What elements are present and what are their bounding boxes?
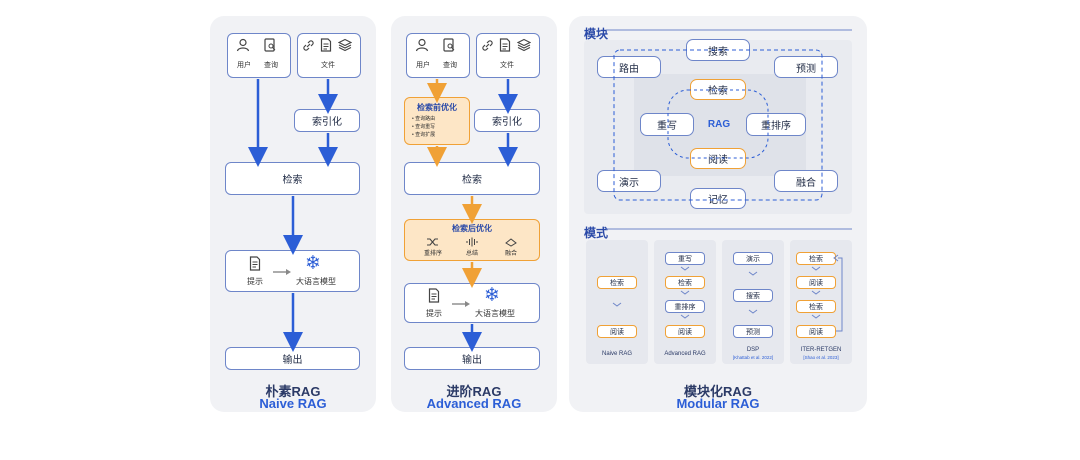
module-demonstrate: 演示 — [597, 170, 661, 192]
post-retrieval-title: 检索后优化 — [452, 224, 492, 233]
advanced-title-en: Advanced RAG — [426, 396, 522, 411]
query-doc-icon — [263, 38, 277, 57]
post-fusion-label: 融合 — [504, 251, 517, 257]
patterns-section-label: 模式 — [584, 226, 609, 240]
post-rerank-label: 重排序 — [423, 251, 442, 257]
naive-llm-label: 大语言模型 — [296, 277, 336, 286]
adv-docs-label: 文件 — [500, 62, 514, 69]
module-rerank: 重排序 — [746, 113, 806, 136]
pattern-dsp-step: 演示 — [733, 252, 773, 265]
fusion-icon — [505, 234, 517, 252]
arrow-right-icon — [452, 294, 470, 312]
naive-index-box: 索引化 — [294, 109, 360, 132]
adv-retrieve-box: 检索 — [404, 162, 540, 195]
naive-title-zh: 朴素RAG — [265, 384, 321, 399]
module-rag: RAG — [707, 119, 731, 130]
naive-prompt-label: 提示 — [247, 277, 263, 286]
pattern-advanced-step: 重写 — [665, 252, 705, 265]
modular-title-en: Modular RAG — [676, 396, 760, 411]
layers-icon — [516, 38, 532, 57]
pattern-iter-step: 阅读 — [796, 276, 836, 289]
module-predict: 预测 — [774, 56, 838, 78]
naive-output-box: 输出 — [225, 347, 360, 370]
snowflake-icon: ❄ — [484, 285, 500, 306]
query-doc-icon — [442, 38, 456, 57]
adv-generation-box — [404, 283, 540, 323]
naive-retrieve-box: 检索 — [225, 162, 360, 195]
naive-user-query-box — [227, 33, 291, 78]
snowflake-icon: ❄ — [305, 253, 321, 274]
pattern-dsp-step: 搜索 — [733, 289, 773, 302]
pattern-naive-step: 检索 — [597, 276, 637, 289]
pattern-advanced-step: 阅读 — [665, 325, 705, 338]
pattern-advanced-step: 重排序 — [665, 300, 705, 313]
pattern-iter-step: 阅读 — [796, 325, 836, 338]
pattern-dsp-step: 预测 — [733, 325, 773, 338]
module-retrieve: 检索 — [690, 79, 746, 100]
module-routing: 路由 — [597, 56, 661, 78]
module-rewrite: 重写 — [640, 113, 694, 136]
naive-title-en: Naive RAG — [259, 396, 327, 411]
pre-retrieval-item: • 查询重写 — [412, 124, 436, 130]
pattern-iter-step: 检索 — [796, 252, 836, 265]
prompt-doc-icon — [249, 256, 261, 276]
layers-icon — [337, 38, 353, 57]
pattern-iter-name: ITER-RETGEN — [800, 347, 842, 353]
adv-llm-label: 大语言模型 — [475, 309, 515, 318]
module-search: 搜索 — [686, 39, 750, 61]
waveform-icon — [465, 234, 479, 252]
module-memory: 记忆 — [690, 188, 746, 209]
document-icon — [320, 38, 332, 57]
pattern-dsp-name: DSP — [746, 347, 760, 353]
pre-retrieval-item: • 查询路由 — [412, 116, 436, 122]
pre-retrieval-item: • 查询扩展 — [412, 132, 436, 138]
user-icon — [415, 38, 429, 57]
pattern-advanced-step: 检索 — [665, 276, 705, 289]
advanced-title-zh: 进阶RAG — [446, 384, 502, 399]
module-read: 阅读 — [690, 148, 746, 169]
adv-query-label: 查询 — [443, 62, 457, 69]
post-summary-label: 总结 — [465, 251, 478, 257]
arrow-right-icon — [273, 262, 291, 280]
user-icon — [236, 38, 250, 57]
adv-output-box: 输出 — [404, 347, 540, 370]
pattern-iter-step: 检索 — [796, 300, 836, 313]
pattern-naive-name: Naive RAG — [601, 351, 632, 357]
adv-index-box: 索引化 — [474, 109, 540, 132]
naive-docs-label: 文件 — [321, 62, 335, 69]
pre-retrieval-title: 检索前优化 — [417, 103, 457, 112]
adv-user-label: 用户 — [416, 62, 430, 69]
pattern-iter-cite: [Shao et al. 2023] — [803, 355, 839, 360]
pattern-naive-column — [586, 240, 648, 364]
pre-retrieval-box — [404, 97, 470, 145]
adv-prompt-label: 提示 — [426, 309, 442, 318]
pattern-advanced-name: Advanced RAG — [664, 351, 706, 357]
link-icon — [302, 39, 315, 57]
naive-query-label: 查询 — [264, 62, 278, 69]
link-icon — [481, 39, 494, 57]
naive-user-label: 用户 — [237, 62, 251, 69]
modular-title-zh: 模块化RAG — [684, 384, 752, 399]
module-fusion: 融合 — [774, 170, 838, 192]
pattern-naive-step: 阅读 — [597, 325, 637, 338]
adv-user-query-box — [406, 33, 470, 78]
prompt-doc-icon — [428, 288, 440, 308]
shuffle-icon — [427, 234, 439, 252]
pattern-dsp-cite: [Khattab et al. 2022] — [732, 355, 774, 360]
document-icon — [499, 38, 511, 57]
modules-section-label: 模块 — [584, 27, 609, 41]
